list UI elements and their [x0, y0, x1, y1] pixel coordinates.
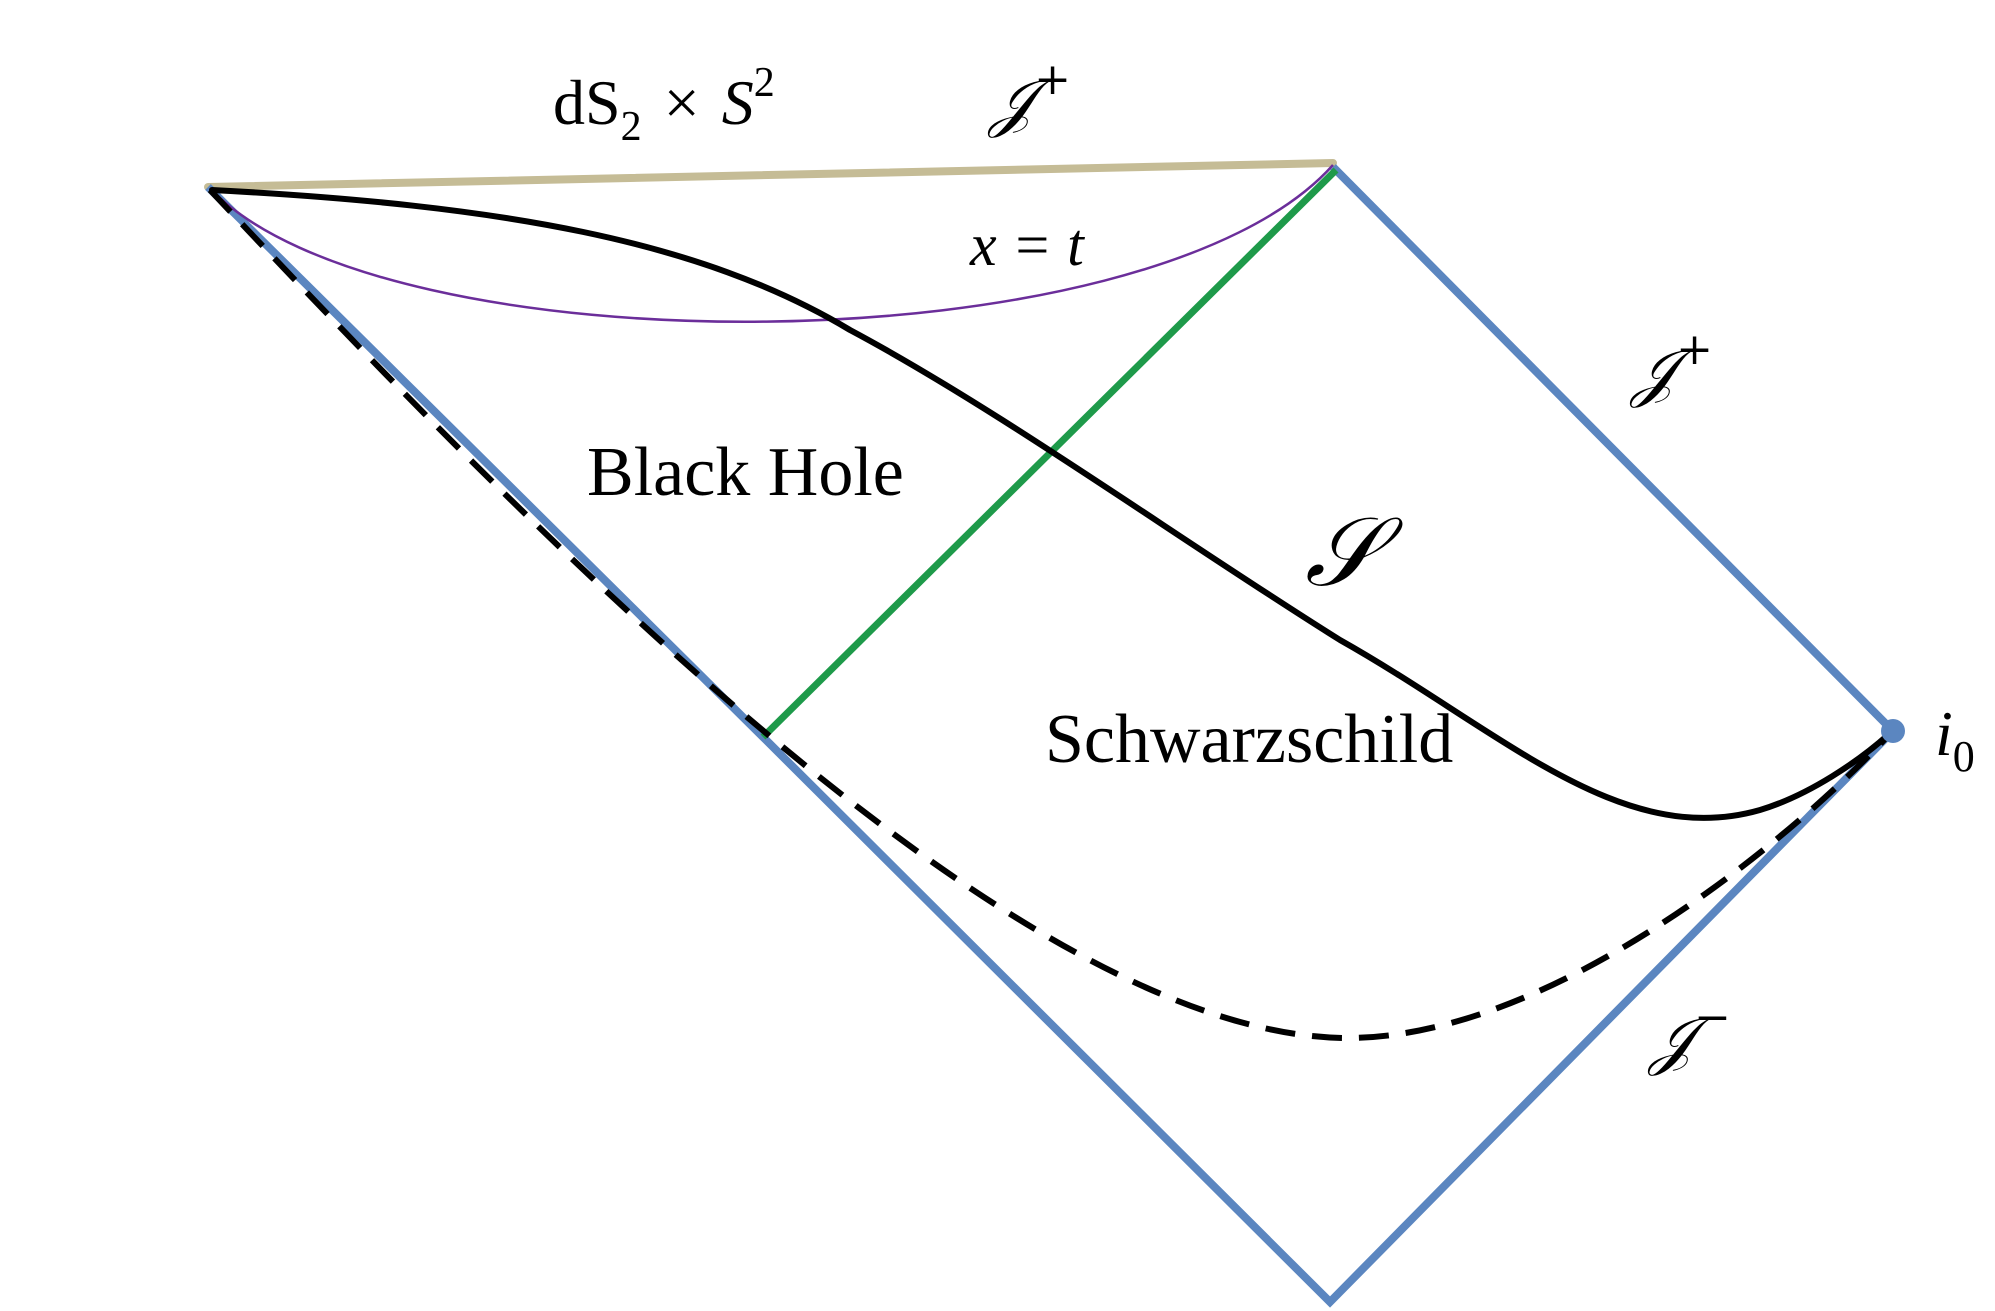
ds2-base: dS: [553, 67, 621, 138]
ds2-label: dS2×S2: [553, 60, 775, 150]
scri-plus-right-label: 𝒥+: [1629, 324, 1713, 410]
x-equals-t-curve: [209, 164, 1334, 323]
ds2-times: ×: [664, 67, 700, 138]
schwarzschild-label: Schwarzschild: [1045, 701, 1453, 778]
ds2-sub: 2: [621, 104, 642, 150]
top-edge-line: [204, 159, 1337, 191]
x-equals-t-label: x = t: [969, 212, 1085, 278]
scri-plus-top-sup: +: [1034, 54, 1071, 105]
scri-plus-top-label: 𝒥+: [987, 54, 1071, 140]
scri-plus-right-sup: +: [1676, 324, 1713, 375]
boundary-left-lower: [205, 184, 1896, 1308]
ds2-sup: 2: [754, 60, 775, 106]
i0-label: i0: [1935, 698, 1975, 781]
i0-base: i: [1935, 698, 1953, 769]
scri-minus-label: 𝒥−: [1647, 992, 1731, 1078]
dashed-curve: [207, 187, 1889, 1042]
slice-curve: [209, 187, 1891, 821]
i0-sub: 0: [1953, 732, 1975, 781]
scri-minus-sup: −: [1694, 992, 1731, 1043]
ds2-S: S: [722, 67, 754, 138]
black-hole-label: Black Hole: [587, 434, 904, 511]
i0-point: [1881, 719, 1905, 743]
boundary-right-upper: [1330, 164, 1896, 734]
slice-name-label: 𝒮: [1305, 496, 1404, 608]
